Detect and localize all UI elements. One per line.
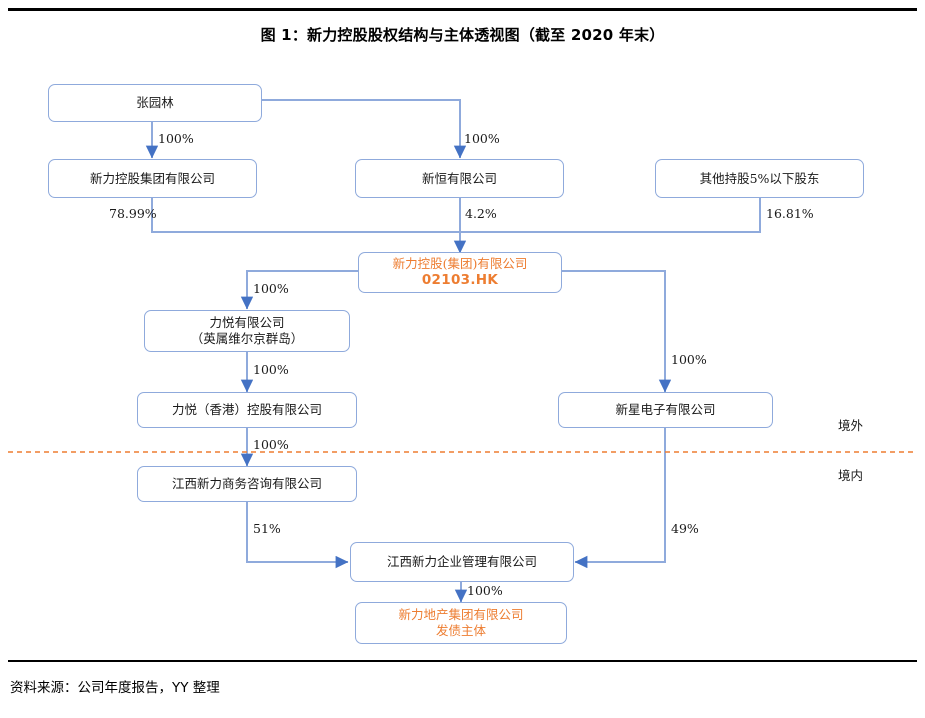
node-jx-mgmt[interactable]: 江西新力企业管理有限公司 [350, 542, 574, 582]
edge-label-xinheng-listco: 4.2% [465, 206, 497, 221]
node-label: 新力控股(集团)有限公司 [392, 255, 528, 271]
node-liyue-hk[interactable]: 力悦（香港）控股有限公司 [137, 392, 357, 428]
region-label-onshore: 境内 [838, 468, 864, 483]
node-label: 力悦（香港）控股有限公司 [171, 402, 322, 417]
edge-label-jxmgmt-issuer: 100% [467, 583, 503, 598]
node-label-line1: 力悦有限公司 [209, 314, 285, 330]
node-listco[interactable]: 新力控股(集团)有限公司 02103.HK [358, 252, 562, 293]
node-label: 其他持股5%以下股东 [699, 170, 820, 186]
edge-label-xinxing-jxmgmt: 49% [671, 521, 699, 536]
node-label: 张园林 [136, 95, 174, 110]
node-label: 新力控股集团有限公司 [89, 170, 215, 186]
node-label: 新恒有限公司 [421, 170, 497, 186]
node-xinheng[interactable]: 新恒有限公司 [355, 159, 564, 198]
node-label: 江西新力企业管理有限公司 [386, 554, 537, 569]
node-zhang[interactable]: 张园林 [48, 84, 262, 122]
edge-label-liyuehk-jxbusiness: 100% [253, 437, 289, 452]
node-label-line2: 发债主体 [435, 623, 486, 638]
edge-label-jxbusiness-jxmgmt: 51% [253, 521, 281, 536]
edge-label-zhang-xinli: 100% [158, 131, 194, 146]
source-note: 资料来源：公司年度报告，YY 整理 [10, 680, 220, 696]
node-label: 江西新力商务咨询有限公司 [171, 476, 322, 491]
node-xinli-holding[interactable]: 新力控股集团有限公司 [48, 159, 257, 198]
edge-label-listco-xinxing: 100% [671, 352, 707, 367]
node-ticker: 02103.HK [421, 271, 499, 288]
node-label-line1: 新力地产集团有限公司 [398, 606, 524, 622]
edge-label-xinli-listco: 78.99% [109, 206, 157, 221]
node-issuer[interactable]: 新力地产集团有限公司 发债主体 [355, 602, 567, 644]
node-other-holders[interactable]: 其他持股5%以下股东 [655, 159, 864, 198]
node-label-line2: （英属维尔京群岛） [190, 331, 304, 346]
node-xinxing[interactable]: 新星电子有限公司 [558, 392, 773, 428]
node-label: 新星电子有限公司 [615, 402, 716, 417]
edge-label-liyuebvi-liyuehk: 100% [253, 362, 289, 377]
figure-title: 图 1：新力控股股权结构与主体透视图（截至 2020 年末） [260, 26, 665, 44]
top-rule [8, 8, 917, 11]
region-label-offshore: 境外 [838, 418, 864, 433]
bottom-rule [8, 660, 917, 662]
edge-label-zhang-xinheng: 100% [464, 131, 500, 146]
edge-label-listco-liyuebvi: 100% [253, 281, 289, 296]
node-liyue-bvi[interactable]: 力悦有限公司 （英属维尔京群岛） [144, 310, 350, 352]
node-jx-business[interactable]: 江西新力商务咨询有限公司 [137, 466, 357, 502]
edge-label-others-listco: 16.81% [766, 206, 814, 221]
